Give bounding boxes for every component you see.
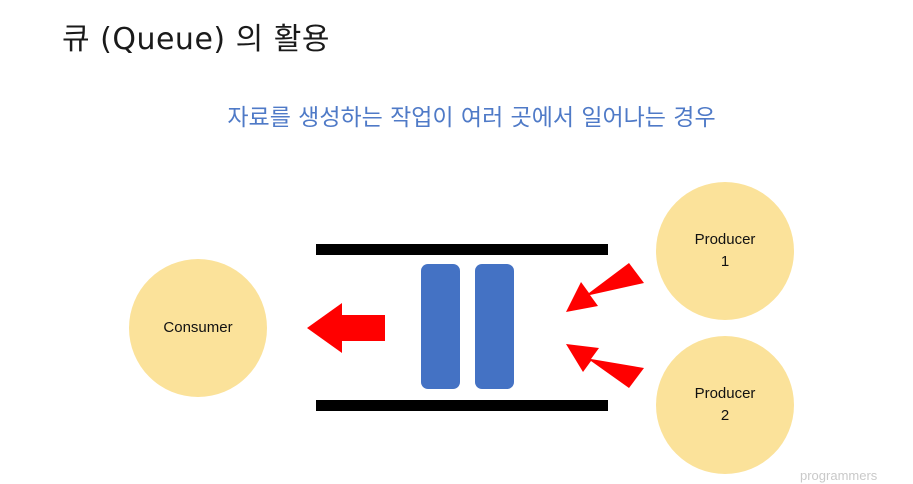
enqueue-arrow-1-icon (566, 263, 644, 312)
queue-bottom-rail (316, 400, 608, 411)
watermark: programmers (800, 468, 878, 483)
queue-top-rail (316, 244, 608, 255)
producer-2-label: Producer 2 (694, 384, 756, 425)
dequeue-arrow-icon (307, 303, 385, 353)
slide-title: 큐 (Queue) 의 활용 (62, 22, 330, 57)
consumer-node: Consumer (129, 259, 267, 397)
producer-2-node: Producer 2 (656, 336, 794, 474)
slide-subtitle: 자료를 생성하는 작업이 여러 곳에서 일어나는 경우 (227, 105, 716, 131)
consumer-label: Consumer (163, 318, 233, 336)
producer-1-node: Producer 1 (656, 182, 794, 320)
producer-1-label: Producer 1 (694, 230, 756, 271)
enqueue-arrow-2-icon (566, 344, 644, 388)
queue-item-1 (421, 264, 460, 389)
queue-item-2 (475, 264, 514, 389)
